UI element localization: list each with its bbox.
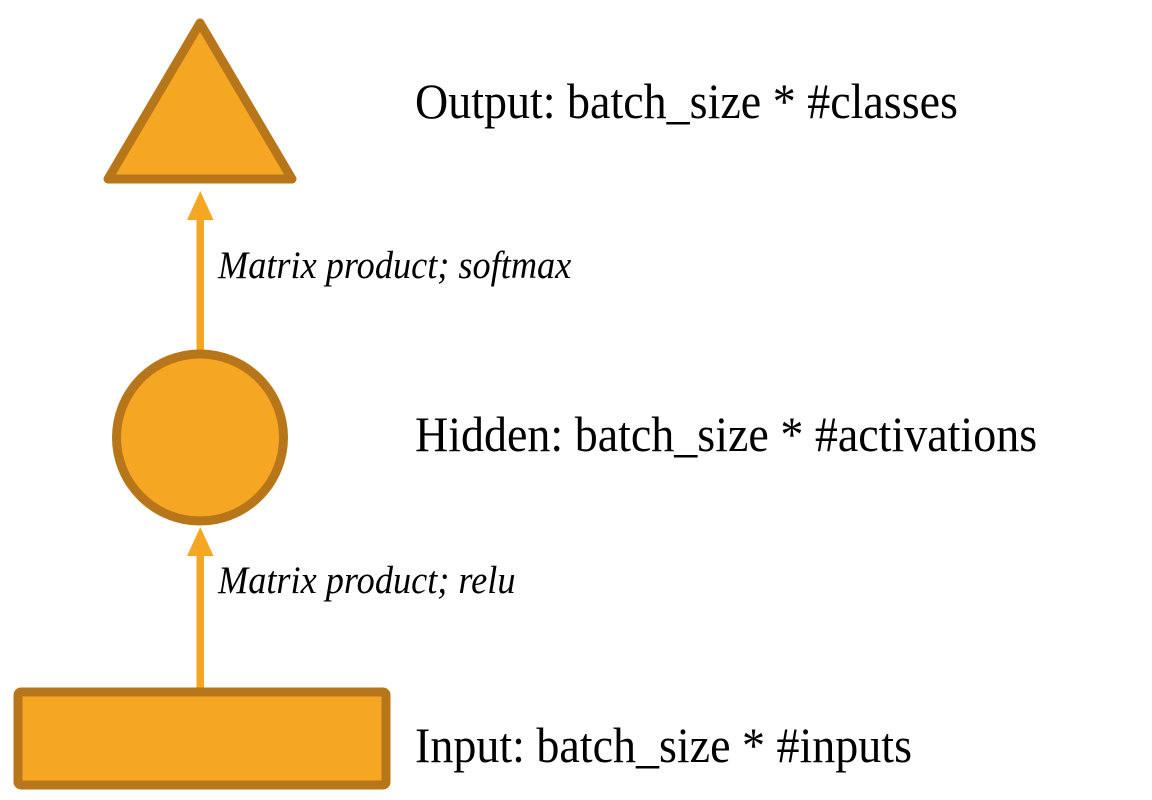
arrow-shaft-input-to-hidden <box>196 552 204 689</box>
input-layer-label: Input: batch_size * #inputs <box>415 717 912 773</box>
input-layer-rectangle[interactable] <box>13 687 391 790</box>
hidden-layer-circle[interactable] <box>112 349 288 526</box>
arrow-shaft-hidden-to-output <box>196 217 204 354</box>
edge-label-hidden-to-output: Matrix product; softmax <box>218 244 572 287</box>
arrow-head-input-to-hidden <box>187 527 214 556</box>
output-layer-label: Output: batch_size * #classes <box>415 73 958 129</box>
hidden-layer-label: Hidden: batch_size * #activations <box>415 406 1038 462</box>
output-layer-triangle[interactable] <box>103 18 297 184</box>
arrow-input-to-hidden <box>187 527 214 689</box>
arrow-hidden-to-output <box>187 191 214 354</box>
edge-label-input-to-hidden: Matrix product; relu <box>218 559 516 602</box>
arrow-head-hidden-to-output <box>187 191 214 220</box>
